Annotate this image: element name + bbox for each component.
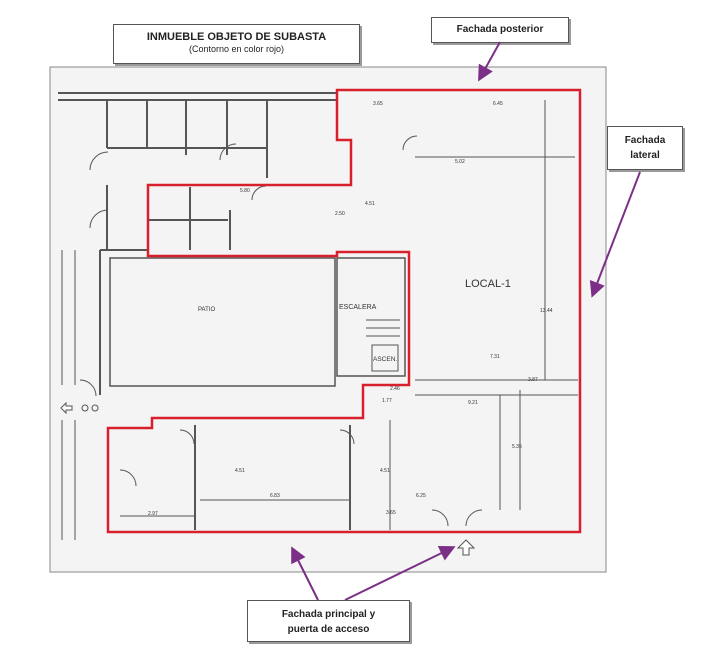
subtitle-text: (Contorno en color rojo) (188, 44, 285, 54)
title-text: INMUEBLE OBJETO DE SUBASTA (146, 31, 327, 43)
local-label: LOCAL-1 (465, 278, 511, 290)
dimension-label: 3.65 (386, 510, 396, 516)
door-swings (79, 135, 483, 527)
dimension-label: 2.97 (148, 511, 158, 517)
dimension-label: 2.50 (335, 211, 345, 217)
front-facade-label-2: puerta de acceso (287, 624, 370, 635)
lift-label: ASCEN. (373, 356, 397, 363)
column-marker-icon (81, 404, 89, 412)
dimension-label: 4.51 (235, 468, 245, 474)
front-facade-callout: Fachada principal y puerta de acceso (247, 600, 410, 642)
patio-label: PATIO (198, 307, 215, 313)
rear-facade-arrow (478, 41, 501, 82)
dimension-label: 3.87 (528, 377, 538, 383)
dimension-label: 4.51 (380, 468, 390, 474)
dimension-label: 6.83 (270, 493, 280, 499)
entrance-arrow-icon (456, 539, 476, 556)
title-callout: INMUEBLE OBJETO DE SUBASTA (Contorno en … (113, 24, 360, 64)
dimension-label: 1.77 (382, 398, 392, 404)
side-facade-callout: Fachada lateral (607, 126, 683, 170)
rear-facade-label: Fachada posterior (456, 24, 544, 35)
dimension-label: 4.51 (365, 201, 375, 207)
side-facade-arrow (589, 171, 641, 298)
plan-walls (58, 92, 578, 540)
dimension-label: 5.35 (512, 444, 522, 450)
dimension-label: 6.45 (493, 101, 503, 107)
plan-sheet (49, 66, 607, 573)
property-outline (106, 88, 582, 534)
dimension-label: 7.31 (490, 354, 500, 360)
column-marker-icon (91, 404, 99, 412)
front-facade-arrow-right (344, 546, 456, 601)
side-facade-label-2: lateral (630, 150, 660, 161)
front-facade-arrow-left (291, 546, 319, 601)
dimension-labels: 3.65 6.45 5.02 5.80 2.50 4.51 7.31 3.87 … (148, 101, 553, 517)
dimension-label: 5.02 (455, 159, 465, 165)
dimension-label: 9.21 (468, 400, 478, 406)
side-facade-label-1: Fachada (624, 135, 666, 146)
dimension-label: 3.65 (373, 101, 383, 107)
dimension-label: 6.25 (416, 493, 426, 499)
pointer-arrows (291, 41, 641, 601)
front-facade-label-1: Fachada principal y (281, 609, 376, 620)
dimension-label: 13.44 (540, 308, 553, 314)
dimension-label: 2.46 (390, 386, 400, 392)
left-entrance-arrow-icon (60, 401, 73, 415)
stair-label: ESCALERA (339, 304, 377, 311)
dimension-label: 5.80 (240, 188, 250, 194)
